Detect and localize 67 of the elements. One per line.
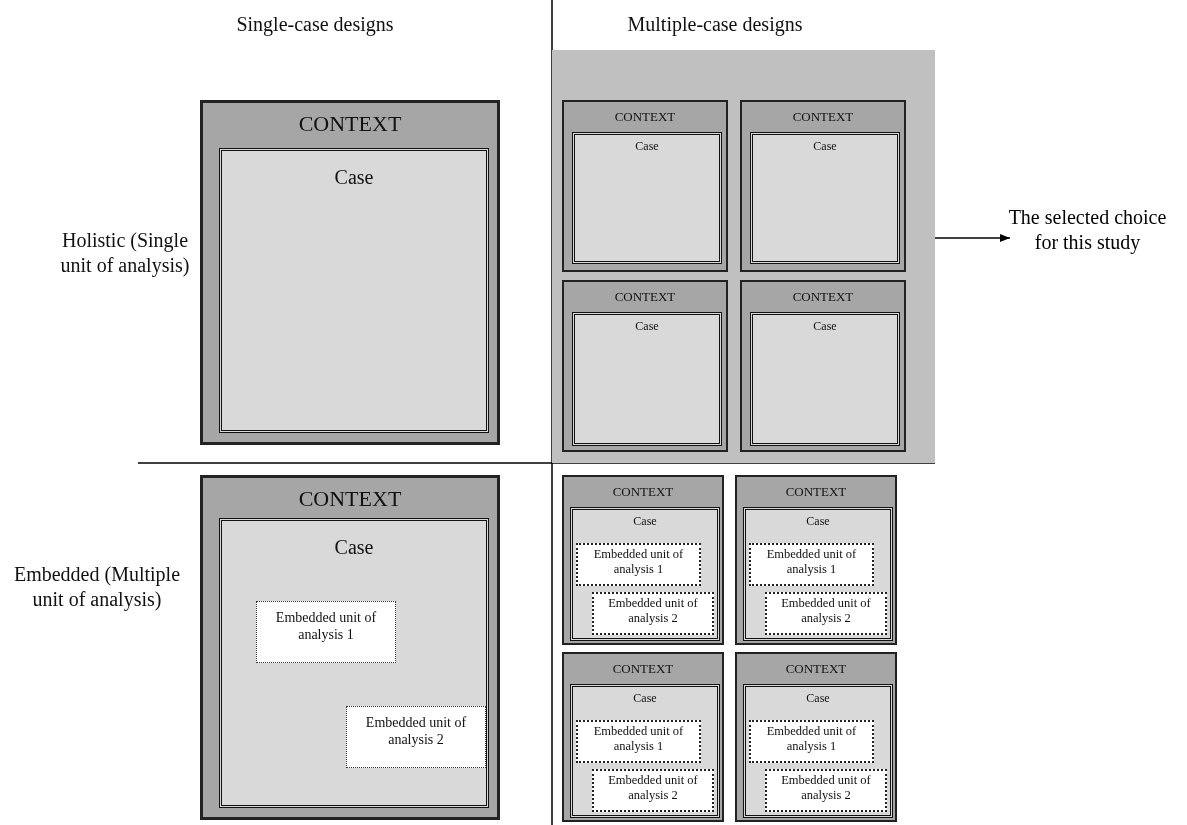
case-label: Case bbox=[634, 139, 660, 154]
highlight-panel bbox=[552, 50, 935, 463]
case-box bbox=[570, 684, 720, 818]
case-label: Case bbox=[333, 535, 375, 559]
context-title: CONTEXT bbox=[613, 109, 677, 125]
embedded-unit-box bbox=[576, 543, 701, 586]
case-box bbox=[572, 312, 722, 446]
context-box bbox=[735, 475, 897, 645]
context-box bbox=[562, 475, 724, 645]
embedded-unit-box bbox=[749, 720, 874, 763]
column-heading: Multiple-case designs bbox=[626, 12, 804, 37]
context-box bbox=[740, 100, 906, 272]
case-label: Case bbox=[634, 319, 660, 334]
case-label: Case bbox=[805, 514, 831, 529]
column-heading: Single-case designs bbox=[235, 12, 395, 37]
case-label: Case bbox=[632, 514, 658, 529]
context-title: CONTEXT bbox=[784, 661, 848, 677]
embedded-unit-box bbox=[592, 769, 714, 812]
context-title: CONTEXT bbox=[611, 661, 675, 677]
case-box bbox=[570, 507, 720, 641]
unit-label: Embedded unit of analysis 2 bbox=[364, 715, 468, 749]
row-heading: Holistic (Single unit of analysis) bbox=[59, 228, 191, 278]
case-box bbox=[219, 518, 489, 808]
case-label: Case bbox=[812, 319, 838, 334]
context-box bbox=[562, 100, 728, 272]
unit-label: Embedded unit of analysis 2 bbox=[780, 596, 872, 626]
unit-label: Embedded unit of analysis 2 bbox=[780, 773, 872, 803]
unit-label: Embedded unit of analysis 1 bbox=[274, 610, 378, 644]
context-box bbox=[200, 100, 500, 445]
embedded-unit-box bbox=[765, 769, 887, 812]
case-label: Case bbox=[805, 691, 831, 706]
embedded-unit-box bbox=[346, 706, 486, 768]
context-title: CONTEXT bbox=[613, 289, 677, 305]
context-title: CONTEXT bbox=[297, 486, 403, 513]
context-box bbox=[200, 475, 500, 820]
context-title: CONTEXT bbox=[784, 484, 848, 500]
context-box bbox=[562, 652, 724, 822]
case-label: Case bbox=[812, 139, 838, 154]
case-box bbox=[743, 507, 893, 641]
embedded-unit-box bbox=[765, 592, 887, 635]
embedded-unit-box bbox=[576, 720, 701, 763]
unit-label: Embedded unit of analysis 2 bbox=[607, 596, 699, 626]
unit-label: Embedded unit of analysis 1 bbox=[592, 724, 685, 754]
context-title: CONTEXT bbox=[791, 289, 855, 305]
unit-label: Embedded unit of analysis 2 bbox=[607, 773, 699, 803]
embedded-unit-box bbox=[592, 592, 714, 635]
case-box bbox=[572, 132, 722, 264]
note-text: The selected choice for this study bbox=[1005, 205, 1170, 290]
context-title: CONTEXT bbox=[297, 111, 403, 138]
context-box bbox=[562, 280, 728, 452]
embedded-unit-box bbox=[256, 601, 396, 663]
case-box bbox=[743, 684, 893, 818]
context-title: CONTEXT bbox=[611, 484, 675, 500]
unit-label: Embedded unit of analysis 1 bbox=[765, 724, 858, 754]
context-title: CONTEXT bbox=[791, 109, 855, 125]
unit-label: Embedded unit of analysis 1 bbox=[592, 547, 685, 577]
unit-label: Embedded unit of analysis 1 bbox=[765, 547, 858, 577]
case-box bbox=[219, 148, 489, 433]
case-label: Case bbox=[632, 691, 658, 706]
case-box bbox=[750, 132, 900, 264]
row-heading: Embedded (Multiple unit of analysis) bbox=[12, 562, 182, 612]
case-label: Case bbox=[333, 165, 375, 189]
context-box bbox=[740, 280, 906, 452]
embedded-unit-box bbox=[749, 543, 874, 586]
arrow bbox=[934, 234, 1011, 242]
context-box bbox=[735, 652, 897, 822]
case-box bbox=[750, 312, 900, 446]
